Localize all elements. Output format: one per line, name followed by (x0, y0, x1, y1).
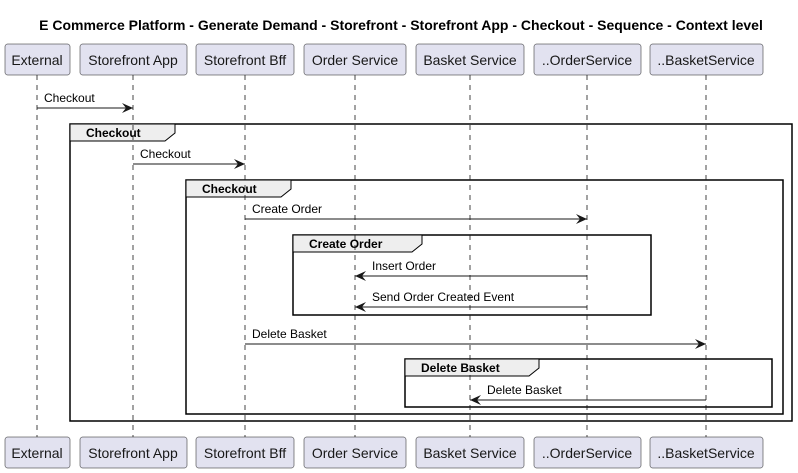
message-label: Checkout (140, 147, 191, 161)
participant-storefront-app-bottom: Storefront App (79, 436, 188, 469)
participant-label: ..OrderService (542, 445, 632, 461)
message-2: Create Order (245, 202, 587, 224)
message-label: Send Order Created Event (372, 290, 515, 304)
participant-box (195, 436, 295, 469)
participant-dot-basket-service-top: ..BasketService (649, 43, 764, 76)
participant-dot-order-service-bottom: ..OrderService (533, 436, 642, 469)
participant-storefront-app-top: Storefront App (79, 43, 188, 76)
participant-dot-basket-service-bottom: ..BasketService (649, 436, 764, 469)
participant-label: ..BasketService (657, 445, 754, 461)
participant-box (303, 436, 407, 469)
participant-label: ..OrderService (542, 52, 632, 68)
message-label: Checkout (44, 91, 95, 105)
participant-external-bottom: External (4, 436, 71, 469)
participant-dot-order-service-top: ..OrderService (533, 43, 642, 76)
participant-label: Storefront Bff (204, 445, 286, 461)
participant-box (415, 436, 525, 469)
diagram-title: E Commerce Platform - Generate Demand - … (39, 17, 763, 33)
participants-top: External Storefront App Storefront Bff Orde… (4, 43, 764, 76)
group-label: Delete Basket (421, 361, 500, 375)
participant-box (649, 43, 764, 76)
group-checkout-outer: Checkout (69, 123, 793, 422)
participant-storefront-bff-bottom: Storefront Bff (195, 436, 295, 469)
message-label: Delete Basket (252, 327, 327, 341)
participant-box (649, 436, 764, 469)
group-delete-basket: Delete Basket (404, 358, 773, 408)
participant-order-service-bottom: Order Service (303, 436, 407, 469)
participant-label: Order Service (312, 445, 399, 461)
participant-label: Basket Service (423, 445, 517, 461)
group-checkout-inner: Checkout (185, 179, 784, 415)
message-1: Checkout (133, 147, 245, 169)
participant-box (195, 43, 295, 76)
participant-label: Storefront App (88, 445, 178, 461)
group-label: Create Order (309, 237, 383, 251)
participant-label: Storefront Bff (204, 52, 286, 68)
message-label: Delete Basket (487, 383, 562, 397)
participant-box (4, 436, 71, 469)
participant-box (79, 43, 188, 76)
group-create-order: Create Order (292, 234, 652, 316)
participant-box (415, 43, 525, 76)
lifelines (36, 75, 707, 437)
message-0: Checkout (37, 91, 133, 113)
participant-storefront-bff-top: Storefront Bff (195, 43, 295, 76)
participant-label: External (11, 445, 62, 461)
participant-label: Storefront App (88, 52, 178, 68)
participant-label: External (11, 52, 62, 68)
participant-box (79, 436, 188, 469)
message-6: Delete Basket (470, 383, 706, 405)
message-3: Insert Order (355, 259, 587, 281)
participant-box (303, 43, 407, 76)
participant-order-service-top: Order Service (303, 43, 407, 76)
participant-external-top: External (4, 43, 71, 76)
message-4: Send Order Created Event (355, 290, 587, 312)
participant-label: ..BasketService (657, 52, 754, 68)
participant-label: Order Service (312, 52, 399, 68)
participant-box (4, 43, 71, 76)
participant-box (533, 436, 642, 469)
participants-bottom: External Storefront App Storefront Bff Orde… (4, 436, 764, 469)
message-label: Create Order (252, 202, 322, 216)
participant-basket-service-top: Basket Service (415, 43, 525, 76)
group-label: Checkout (86, 126, 141, 140)
group-label: Checkout (202, 182, 257, 196)
message-label: Insert Order (372, 259, 436, 273)
participant-label: Basket Service (423, 52, 517, 68)
participant-box (533, 43, 642, 76)
message-5: Delete Basket (245, 327, 706, 349)
participant-basket-service-bottom: Basket Service (415, 436, 525, 469)
